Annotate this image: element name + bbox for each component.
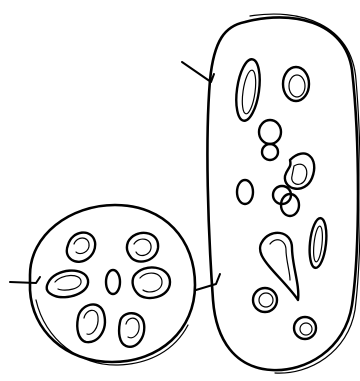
hole — [67, 233, 95, 262]
hole — [285, 153, 314, 188]
hole-inner — [312, 226, 324, 263]
hole — [259, 120, 281, 144]
hole-inner — [289, 75, 305, 97]
hole — [47, 271, 88, 298]
hole — [133, 267, 170, 298]
longitudinal-holes — [233, 58, 329, 339]
hole-inner — [134, 239, 151, 255]
lotus-root-longitudinal-section — [207, 14, 360, 373]
cross-section-holes — [47, 233, 170, 347]
hole-inner — [140, 273, 162, 292]
hole — [127, 233, 158, 262]
hole-inner — [74, 238, 89, 254]
hole — [262, 144, 278, 160]
hole-inner — [126, 318, 139, 338]
hole-inner — [292, 164, 307, 184]
hole-inner — [55, 275, 81, 290]
hole — [260, 233, 298, 300]
hole-inner — [270, 240, 290, 280]
lotus-root-cross-section — [30, 205, 195, 365]
center-hole — [106, 270, 120, 294]
pointer-lines — [10, 62, 220, 290]
pointer-line-left — [10, 277, 40, 283]
longitudinal-outline-echo — [250, 14, 360, 373]
pointer-line-middle — [196, 274, 220, 290]
hole — [294, 317, 316, 339]
cross-section-outline-echo — [36, 300, 188, 365]
hole-inner — [259, 293, 273, 307]
hole — [237, 180, 253, 204]
hole-inner — [84, 310, 98, 334]
hole-inner — [300, 323, 312, 335]
longitudinal-outline — [207, 17, 358, 370]
